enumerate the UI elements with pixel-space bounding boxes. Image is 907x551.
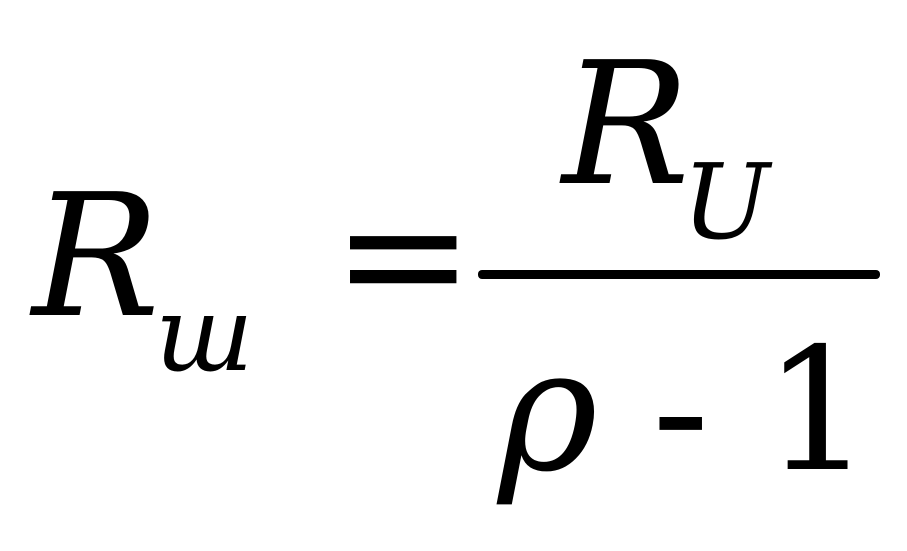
denominator: ρ - 1 [498, 326, 872, 496]
lhs-base-symbol: R [32, 158, 160, 356]
denominator-one: 1 [763, 312, 872, 510]
lhs-subscript: ш [155, 273, 254, 395]
equals-sign: = [332, 156, 475, 354]
fraction-bar [478, 270, 880, 279]
denominator-minus: - [652, 312, 710, 510]
denominator-rho: ρ [498, 312, 598, 510]
numerator-base-symbol: R [562, 26, 690, 224]
numerator-subscript: U [682, 141, 770, 263]
